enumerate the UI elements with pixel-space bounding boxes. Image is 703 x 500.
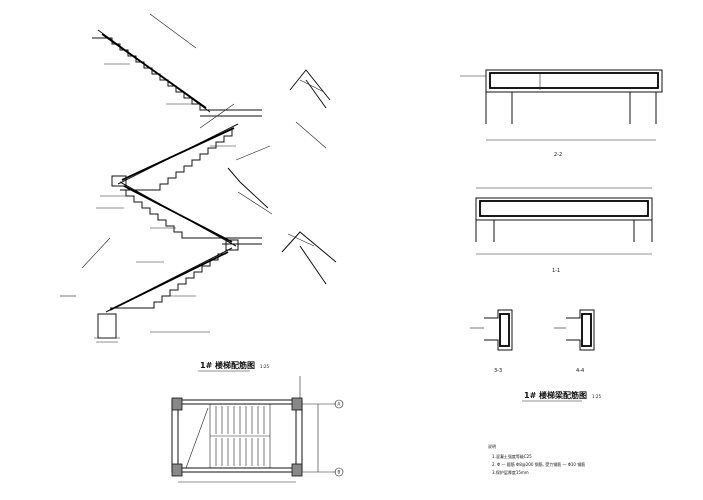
beam-section-4-4 <box>554 309 595 351</box>
beam-1-1-body <box>475 197 653 221</box>
axis-label-b: B <box>338 470 341 475</box>
detail-dim-2 <box>235 145 271 161</box>
landing-detail-sketches <box>227 69 337 285</box>
section-label-1-1: 1-1 <box>552 268 560 274</box>
notes-line-3: 3.保护层厚度15mm <box>492 469 529 475</box>
column-tl <box>171 397 183 411</box>
plan-treads <box>185 404 271 469</box>
notes-line-1: 1.混凝土强度等级C25 <box>492 453 532 459</box>
beam-details-title: 1# 楼梯梁配筋图 <box>524 390 587 400</box>
detail-sketch-3b <box>299 245 327 285</box>
beam-2-2-body <box>485 69 663 93</box>
stair-section-title: 1# 楼梯配筋图 <box>200 360 255 370</box>
detail-sketch-3 <box>281 231 337 263</box>
section-4-4-rebar <box>581 313 592 347</box>
column-bl <box>171 463 183 477</box>
upper-flight-rebar <box>101 33 207 109</box>
beam-section-1-1 <box>475 187 653 255</box>
column-br <box>291 463 303 477</box>
section-3-3-outline <box>484 309 513 351</box>
section-label-3-3: 3-3 <box>494 368 502 374</box>
axis-bubble-a <box>334 399 344 409</box>
beam-2-2-rebar <box>489 72 659 89</box>
section-label-4-4: 4-4 <box>576 368 584 374</box>
detail-sketch-2 <box>227 167 269 209</box>
axis-bubble-b <box>334 467 344 477</box>
second-flight-rebar <box>121 127 235 181</box>
dim-line-top <box>149 13 197 49</box>
foundation-ground <box>94 337 120 343</box>
leader-lines <box>96 63 236 297</box>
beam-1-1-rebar <box>479 200 649 217</box>
detail-dim-2b <box>237 191 273 215</box>
stair-section-drawing <box>60 13 262 343</box>
dim-line-upper <box>199 103 235 129</box>
upper-flight-steps <box>92 37 262 111</box>
detail-sketch-1 <box>289 69 331 101</box>
second-flight-steps <box>120 130 233 191</box>
bottom-flight-rebar <box>109 251 229 311</box>
plan-outline <box>171 399 303 473</box>
foundation-block <box>97 313 117 339</box>
detail-dim-1 <box>299 79 325 93</box>
section-3-3-rebar <box>499 313 510 347</box>
third-flight-rebar <box>123 185 233 243</box>
mid-landing-beam <box>111 175 127 187</box>
axis-label-a: A <box>338 402 341 407</box>
detail-dim-3 <box>287 233 315 247</box>
dim-line-lower <box>81 237 111 269</box>
stair-plan-drawing: A B <box>171 376 344 483</box>
column-tr <box>291 397 303 411</box>
beam-details-scale: 1:25 <box>592 394 601 399</box>
beam-section-3-3 <box>470 309 513 351</box>
beam-section-2-2 <box>460 69 663 141</box>
notes-heading: 说明 <box>488 443 496 449</box>
notes-line-2: 2. Φ — 箍筋 Φ8@200 钢筋, 受力钢筋 — Φ10 钢筋 <box>492 461 585 467</box>
stair-section-scale: 1:25 <box>260 364 269 369</box>
third-flight-steps <box>125 190 262 239</box>
section-4-4-outline <box>566 309 595 351</box>
plan-inner <box>177 403 297 469</box>
lower-landing-beam <box>225 239 239 251</box>
detail-dim-1b <box>295 121 327 149</box>
section-label-2-2: 2-2 <box>554 152 562 158</box>
